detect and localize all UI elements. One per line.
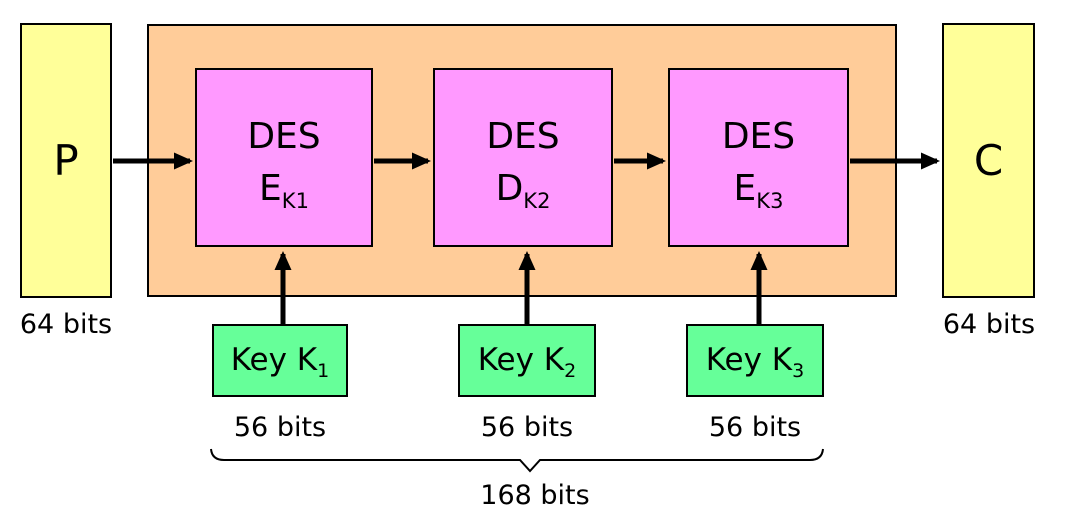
plaintext-block: P	[20, 23, 112, 298]
des-stage-3-title: DES	[721, 115, 796, 157]
des-stage-2-op-subscript: K2	[523, 188, 551, 213]
key-3-label: Key K3	[705, 342, 804, 381]
des-stage-3-op-subscript: K3	[756, 188, 784, 213]
key-2-subscript: 2	[564, 360, 577, 382]
des-stage-1-operation: EK1	[259, 167, 309, 211]
des-stage-2-title: DES	[486, 115, 560, 157]
ciphertext-size-label: 64 bits	[942, 309, 1036, 340]
des-stage-2-operation: DK2	[495, 167, 551, 211]
des-stage-2-op-letter: D	[495, 167, 524, 209]
des-stage-1-op-subscript: K1	[281, 188, 309, 213]
key-3-size-label: 56 bits	[708, 412, 802, 443]
des-stage-1-title: DES	[247, 115, 321, 157]
ciphertext-label: C	[973, 135, 1004, 185]
key-1-label-text: Key K	[230, 342, 318, 378]
total-key-size-brace	[210, 448, 824, 473]
key-1-box: Key K1	[212, 324, 348, 397]
des-stage-3-operation: EK3	[733, 167, 784, 211]
key-1-label: Key K1	[230, 342, 329, 381]
plaintext-label: P	[53, 135, 79, 185]
key-3-label-text: Key K	[705, 342, 793, 378]
total-key-size-label: 168 bits	[480, 480, 590, 511]
plaintext-size-label: 64 bits	[19, 309, 113, 340]
des-stage-1-op-letter: E	[259, 167, 282, 209]
des-stage-3-op-letter: E	[733, 167, 757, 209]
key-3-box: Key K3	[686, 324, 824, 397]
key-2-box: Key K2	[458, 324, 596, 397]
key-2-label-text: Key K	[477, 342, 565, 378]
des-stage-2-decrypt: DES DK2	[433, 68, 613, 247]
key-3-subscript: 3	[792, 360, 805, 382]
ciphertext-block: C	[942, 23, 1035, 298]
key-2-size-label: 56 bits	[480, 412, 574, 443]
des-stage-1-encrypt: DES EK1	[195, 68, 373, 247]
des-stage-3-encrypt: DES EK3	[668, 68, 849, 247]
key-1-size-label: 56 bits	[233, 412, 327, 443]
key-1-subscript: 1	[317, 360, 330, 382]
key-2-label: Key K2	[477, 342, 576, 381]
